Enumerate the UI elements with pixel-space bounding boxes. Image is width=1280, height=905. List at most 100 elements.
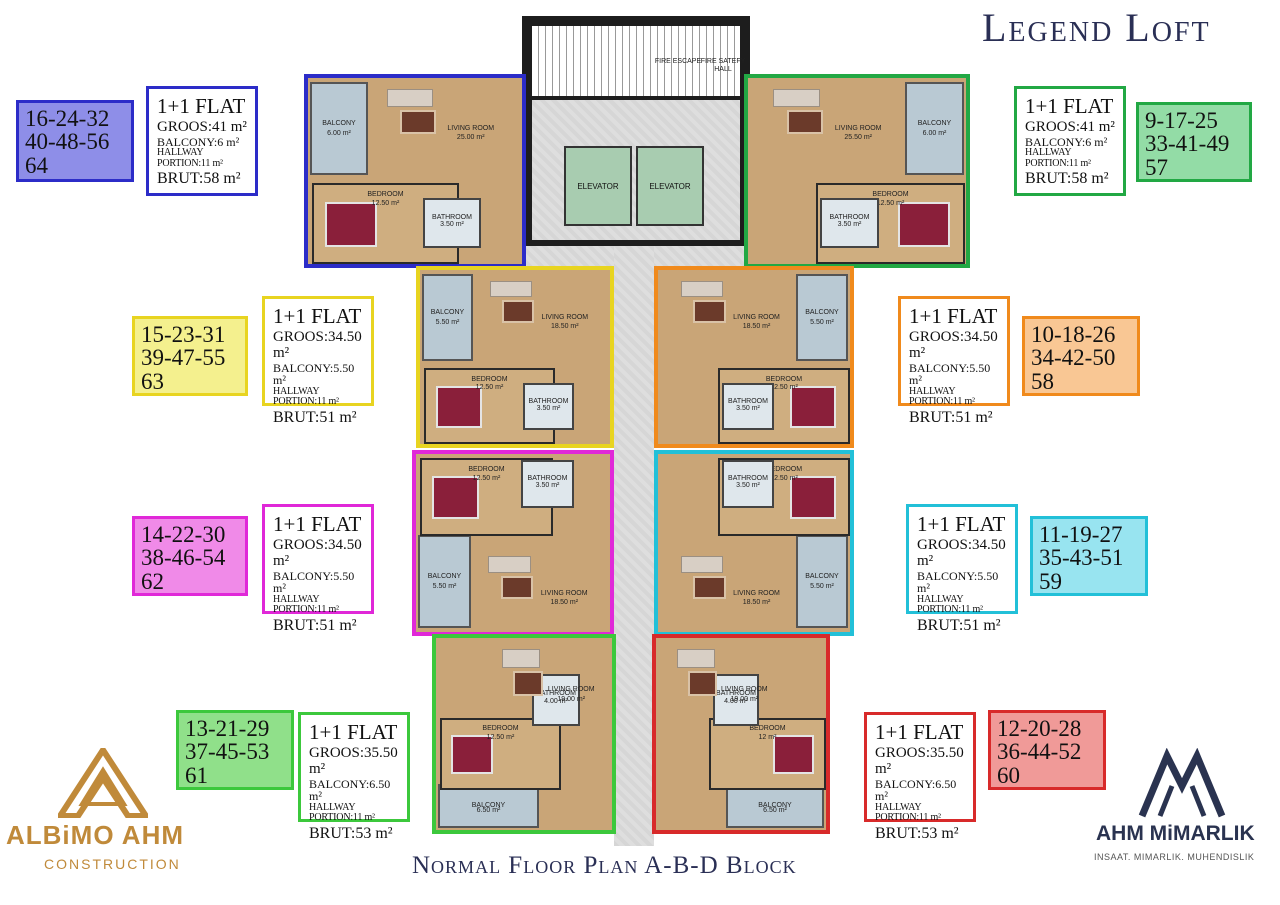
bedroom-label-br: BEDROOM: [749, 725, 786, 733]
flat-number-line-tl-2: 64: [25, 152, 48, 178]
bedroom-label-tl: BEDROOM: [367, 191, 404, 199]
groos-area-ml1: GROOS:34.50 m²: [273, 329, 362, 361]
flat-type-tr: 1+1 FLAT: [1025, 94, 1114, 118]
bathroom-area-tr: 3.50 m²: [837, 221, 862, 229]
bedroom-label-tr: BEDROOM: [872, 191, 909, 199]
balcony-area-tl: BALCONY:6 m²: [157, 134, 240, 149]
flat-number-line-bl-2: 61: [185, 762, 208, 788]
bathroom-label-mr1: BATHROOM: [728, 397, 768, 405]
rug-mr1: [693, 300, 726, 324]
groos-area-mr2: GROOS:34.50 m²: [917, 537, 1006, 569]
floor-plan: FIRE ESCAPE FIRE SATEFY HALL ELEVATOR EL…: [296, 16, 976, 846]
hallway-portion-br: HALLWAY PORTION:11 m²: [875, 801, 941, 824]
balcony-area-tl: 6.00 m²: [327, 130, 351, 138]
balcony-area-bl: 6.50 m²: [476, 806, 501, 814]
living-room-area-ml1: 18.50 m²: [550, 323, 579, 331]
hallway-portion-tl: HALLWAY PORTION:11 m²: [157, 147, 223, 169]
fire-safety-hall-label: FIRE SATEFY HALL: [700, 58, 746, 73]
bathroom-area-ml1: 3.50 m²: [536, 404, 561, 412]
groos-area-bl: GROOS:35.50 m²: [309, 745, 398, 777]
albimo-logo-sub: CONSTRUCTION: [44, 856, 181, 872]
rug-br: [688, 670, 717, 697]
rug-bl: [513, 670, 543, 697]
flat-type-ml1: 1+1 FLAT: [273, 304, 362, 328]
sofa-ml1: [489, 280, 532, 298]
living-room-label-mr2: LIVING ROOM: [733, 590, 780, 597]
bathroom-area-mr2: 3.50 m²: [736, 482, 760, 490]
sofa-mr2: [680, 555, 724, 573]
brut-area-tl: BRUT:58 m²: [157, 170, 241, 188]
flat-number-line-br-0: 12-20-28: [997, 716, 1082, 741]
rug-tr: [786, 109, 824, 135]
sofa-br: [677, 649, 715, 668]
bedroom-area-br: 12 m²: [758, 733, 777, 741]
balcony-area-mr1: 5.50 m²: [810, 319, 834, 327]
flat-number-line-mr1-1: 34-42-50: [1031, 345, 1116, 371]
balcony-area-br: BALCONY:6.50 m²: [875, 776, 957, 804]
flat-number-line-mr2-2: 59: [1039, 568, 1062, 594]
living-room-area-tl: 25.00 m²: [456, 134, 485, 142]
flat-type-tl: 1+1 FLAT: [157, 94, 246, 118]
balcony-area-ml1: 5.50 m²: [435, 319, 460, 327]
albimo-logo-name: ALBiMO AHM: [6, 820, 185, 850]
bathroom-label-ml1: BATHROOM: [528, 397, 569, 405]
bedroom-label-bl: BEDROOM: [482, 725, 519, 733]
living-room-area-br: 19.00 m²: [730, 696, 759, 704]
balcony-label-br: BALCONY: [758, 802, 792, 809]
bathroom-area-ml2: 3.50 m²: [535, 482, 560, 490]
brut-area-ml2: BRUT:51 m²: [273, 616, 357, 634]
living-room-area-mr2: 18.50 m²: [742, 599, 771, 607]
bed-br: [773, 734, 814, 775]
brut-area-mr2: BRUT:51 m²: [917, 616, 1001, 634]
sofa-mr1: [680, 280, 724, 298]
bedroom-label-ml1: BEDROOM: [471, 375, 508, 383]
bedroom-area-mr1: 12.50 m²: [770, 384, 798, 392]
flat-number-line-mr2-1: 35-43-51: [1039, 545, 1124, 571]
balcony-area-tr: 6.00 m²: [922, 130, 947, 138]
hallway-portion-mr2: HALLWAY PORTION:11 m²: [917, 593, 983, 616]
flat-number-line-mr2-0: 11-19-27: [1039, 522, 1123, 547]
hallway-portion-ml1: HALLWAY PORTION:11 m²: [273, 385, 339, 408]
flat-number-line-bl-1: 37-45-53: [185, 739, 270, 765]
flat-type-mr2: 1+1 FLAT: [917, 512, 1006, 536]
balcony-label-ml2: BALCONY: [427, 572, 462, 580]
hallway-portion-mr1: HALLWAY PORTION:11 m²: [909, 385, 975, 408]
bedroom-area-ml1: 12.50 m²: [475, 384, 504, 392]
albimo-logo-icon: [58, 748, 148, 818]
page-title: Legend Loft: [982, 5, 1211, 50]
flat-number-line-ml1-2: 63: [141, 368, 164, 394]
bedroom-area-bl: 12.50 m²: [486, 733, 515, 741]
ahm-logo-icon: [1138, 748, 1226, 818]
flat-number-line-ml2-0: 14-22-30: [141, 522, 226, 547]
